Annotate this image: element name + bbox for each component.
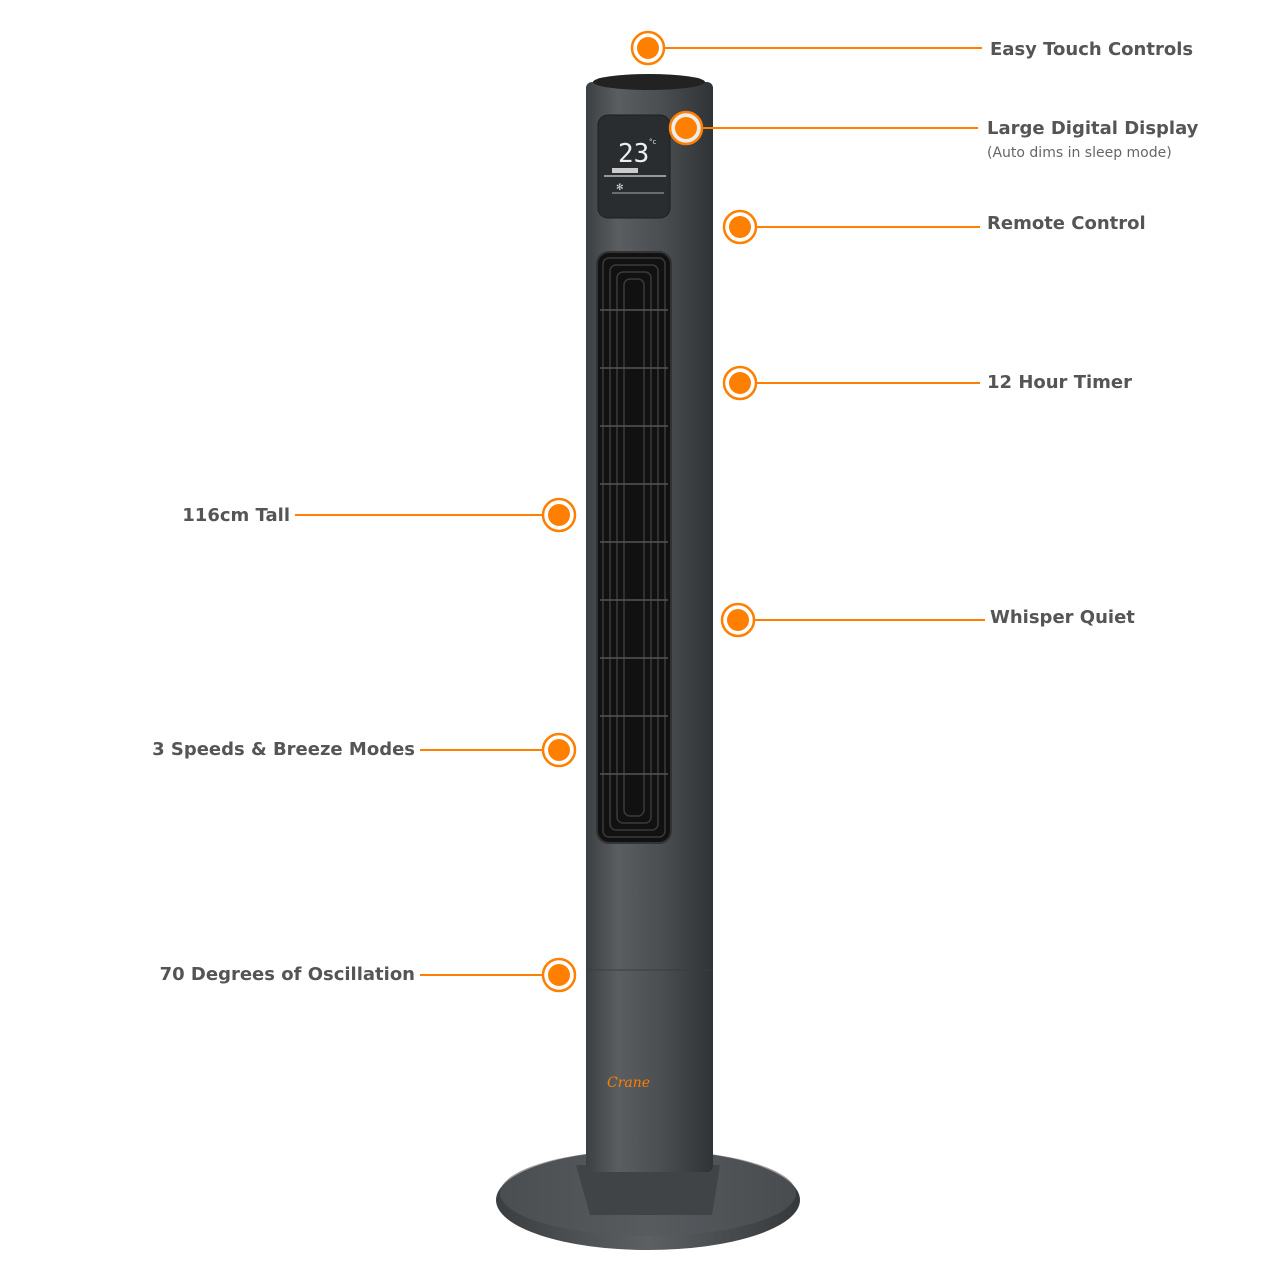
callout-label: Easy Touch Controls (990, 39, 1193, 60)
callout-marker-dot (637, 37, 659, 59)
callout: Remote Control (722, 209, 1146, 245)
fan-mode-icon: ✻ (616, 182, 624, 192)
display-temperature: 23 (618, 139, 649, 169)
callout-label: 70 Degrees of Oscillation (160, 964, 415, 985)
display-unit: °c (649, 138, 657, 146)
callout-marker-dot (675, 117, 697, 139)
tower-fan: 23 °c ✻ Crane (496, 74, 800, 1250)
callout: 70 Degrees of Oscillation (160, 957, 577, 993)
callout-label: 116cm Tall (182, 505, 290, 526)
callout-label: 12 Hour Timer (987, 372, 1132, 393)
callout: 116cm Tall (182, 497, 577, 533)
callout-label: Whisper Quiet (990, 607, 1135, 628)
callout: Large Digital Display (Auto dims in sleep… (668, 110, 1199, 161)
callout: Easy Touch Controls (630, 30, 1193, 66)
callout-marker-dot (729, 372, 751, 394)
callout: Whisper Quiet (720, 602, 1135, 638)
callout-label: 3 Speeds & Breeze Modes (152, 739, 415, 760)
callout-marker-dot (548, 504, 570, 526)
callout: 3 Speeds & Breeze Modes (152, 732, 577, 768)
brand-logo: Crane (607, 1075, 650, 1091)
callout: 12 Hour Timer (722, 365, 1132, 401)
fan-top-cap (593, 74, 705, 90)
digital-display (597, 114, 671, 219)
callout-label: Remote Control (987, 213, 1146, 234)
callout-marker-dot (729, 216, 751, 238)
callout-marker-dot (548, 964, 570, 986)
callout-marker-dot (548, 739, 570, 761)
callout-sublabel: (Auto dims in sleep mode) (987, 145, 1172, 161)
callout-marker-dot (727, 609, 749, 631)
air-grille (596, 251, 672, 844)
callout-label: Large Digital Display (987, 118, 1199, 139)
